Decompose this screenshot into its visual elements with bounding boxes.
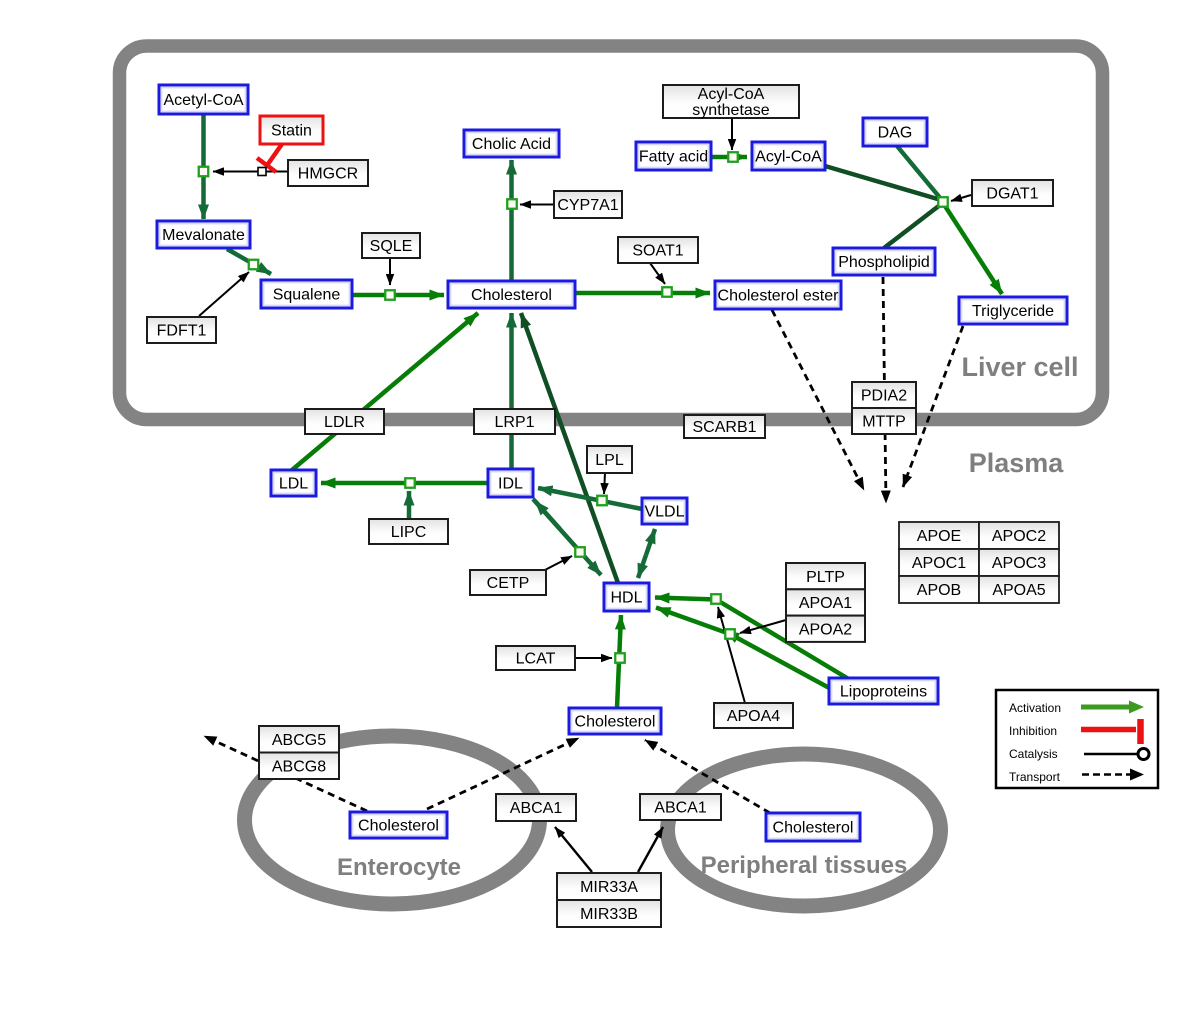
svg-text:LDL: LDL xyxy=(279,476,308,493)
svg-text:Transport: Transport xyxy=(1009,770,1061,784)
svg-text:Catalysis: Catalysis xyxy=(1009,747,1058,761)
svg-text:APOA4: APOA4 xyxy=(727,708,780,725)
svg-text:APOA1: APOA1 xyxy=(799,595,852,612)
svg-text:Mevalonate: Mevalonate xyxy=(162,227,245,244)
svg-text:Acyl-CoA: Acyl-CoA xyxy=(698,86,765,103)
svg-text:Lipoproteins: Lipoproteins xyxy=(840,684,927,701)
svg-text:VLDL: VLDL xyxy=(644,504,684,521)
svg-text:Cholic Acid: Cholic Acid xyxy=(472,136,551,153)
svg-text:Fatty acid: Fatty acid xyxy=(639,149,708,166)
svg-text:LIPC: LIPC xyxy=(391,524,427,541)
svg-text:HDL: HDL xyxy=(610,590,642,607)
svg-text:APOE: APOE xyxy=(917,528,961,545)
svg-text:IDL: IDL xyxy=(498,476,523,493)
svg-text:CETP: CETP xyxy=(487,575,530,592)
svg-text:Cholesterol: Cholesterol xyxy=(773,820,854,837)
svg-text:DGAT1: DGAT1 xyxy=(986,186,1038,203)
svg-text:MIR33B: MIR33B xyxy=(580,906,638,923)
svg-text:DAG: DAG xyxy=(878,125,913,142)
svg-text:Activation: Activation xyxy=(1009,701,1061,715)
svg-text:HMGCR: HMGCR xyxy=(298,166,358,183)
svg-text:MIR33A: MIR33A xyxy=(580,879,638,896)
svg-text:Inhibition: Inhibition xyxy=(1009,724,1057,738)
svg-text:APOC1: APOC1 xyxy=(912,555,966,572)
svg-text:ABCA1: ABCA1 xyxy=(510,800,563,817)
svg-text:Liver cell: Liver cell xyxy=(961,352,1078,382)
svg-text:Peripheral tissues: Peripheral tissues xyxy=(701,852,908,879)
svg-text:Plasma: Plasma xyxy=(969,448,1065,478)
svg-text:LCAT: LCAT xyxy=(516,651,556,668)
svg-text:LRP1: LRP1 xyxy=(494,414,534,431)
svg-text:Triglyceride: Triglyceride xyxy=(972,303,1054,320)
svg-text:Statin: Statin xyxy=(271,123,312,140)
svg-text:Acyl-CoA: Acyl-CoA xyxy=(755,149,822,166)
svg-text:PLTP: PLTP xyxy=(806,569,845,586)
svg-text:APOA2: APOA2 xyxy=(799,621,852,638)
svg-text:synthetase: synthetase xyxy=(692,102,769,119)
svg-text:SCARB1: SCARB1 xyxy=(692,419,756,436)
svg-text:SQLE: SQLE xyxy=(370,238,413,255)
svg-text:ABCG8: ABCG8 xyxy=(272,758,326,775)
svg-text:LPL: LPL xyxy=(595,452,624,469)
svg-text:SOAT1: SOAT1 xyxy=(632,243,683,260)
svg-text:APOC3: APOC3 xyxy=(992,555,1046,572)
svg-text:APOC2: APOC2 xyxy=(992,528,1046,545)
svg-text:Phospholipid: Phospholipid xyxy=(838,254,930,271)
svg-text:ABCG5: ABCG5 xyxy=(272,732,326,749)
svg-text:Cholesterol ester: Cholesterol ester xyxy=(718,288,840,305)
svg-text:Cholesterol: Cholesterol xyxy=(575,714,656,731)
svg-text:Enterocyte: Enterocyte xyxy=(337,854,461,881)
svg-text:Acetyl-CoA: Acetyl-CoA xyxy=(163,92,243,109)
svg-text:Squalene: Squalene xyxy=(273,287,341,304)
svg-text:FDFT1: FDFT1 xyxy=(157,323,207,340)
svg-text:Cholesterol: Cholesterol xyxy=(471,287,552,304)
svg-text:ABCA1: ABCA1 xyxy=(654,800,707,817)
svg-text:PDIA2: PDIA2 xyxy=(861,388,907,405)
svg-text:APOA5: APOA5 xyxy=(992,582,1045,599)
svg-text:CYP7A1: CYP7A1 xyxy=(557,197,618,214)
svg-text:APOB: APOB xyxy=(917,582,961,599)
svg-text:LDLR: LDLR xyxy=(324,414,365,431)
svg-text:MTTP: MTTP xyxy=(862,414,906,431)
svg-text:Cholesterol: Cholesterol xyxy=(358,818,439,835)
